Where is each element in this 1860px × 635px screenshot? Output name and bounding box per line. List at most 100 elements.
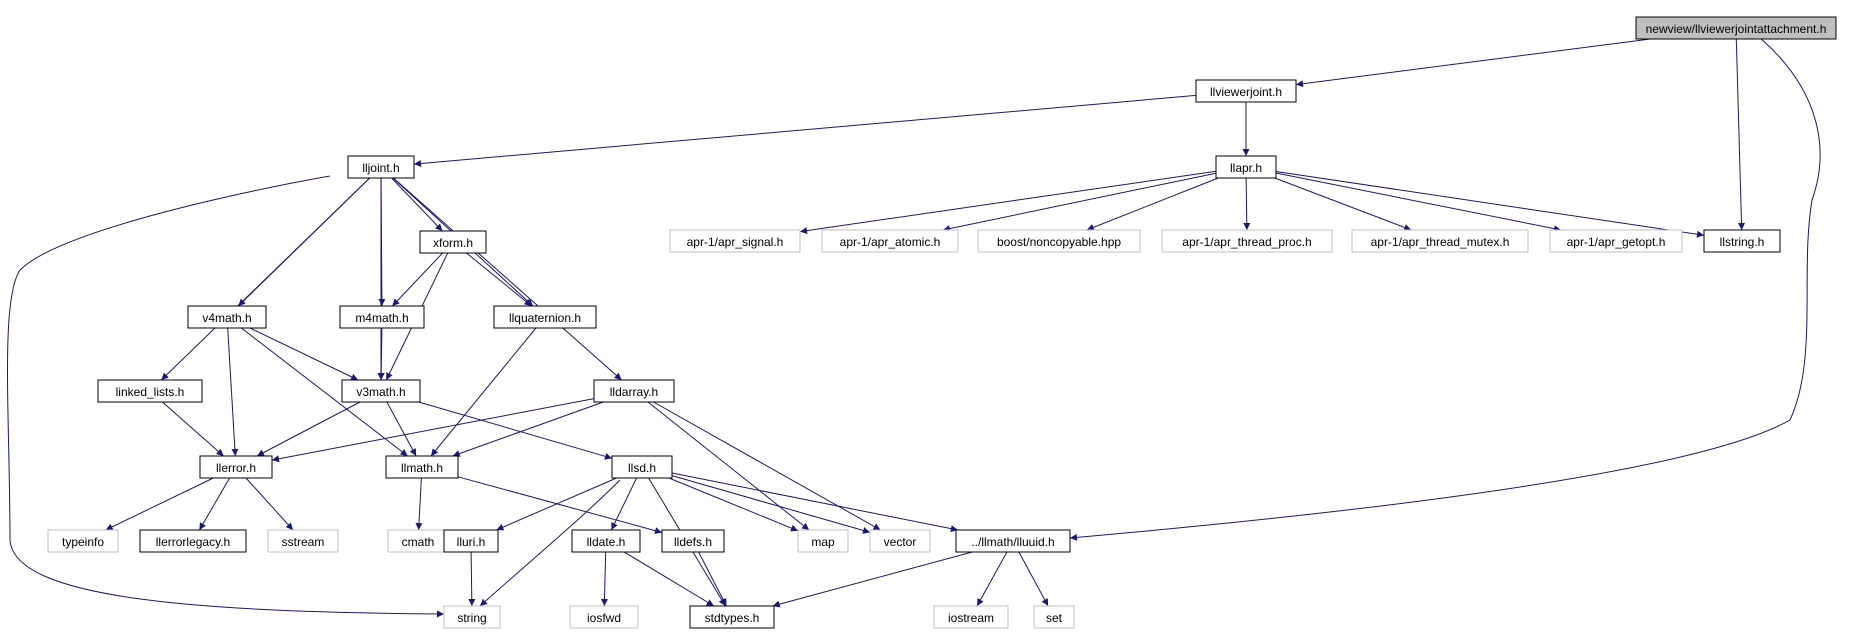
node-llsd[interactable]: llsd.h — [611, 455, 673, 479]
node-box — [593, 379, 675, 403]
node-v3math[interactable]: v3math.h — [341, 379, 421, 403]
node-box — [267, 529, 339, 553]
node-label: llerrorlegacy.h — [156, 535, 230, 549]
node-llerror[interactable]: llerror.h — [199, 455, 273, 479]
node-box — [1703, 229, 1781, 253]
node-box — [97, 379, 203, 403]
edge-v4math-to-llerror — [227, 327, 239, 457]
node-box — [1635, 16, 1837, 40]
edge-lljoint-to-string — [7, 175, 445, 618]
edge-llsd-to-lluuid — [671, 472, 958, 533]
node-apr-signal: apr-1/apr_signal.h — [669, 229, 801, 253]
node-box — [1549, 229, 1683, 253]
edge-v3math-to-llsd — [418, 401, 613, 460]
node-map: map — [797, 529, 849, 553]
node-lldarray[interactable]: lldarray.h — [593, 379, 675, 403]
node-box — [569, 605, 639, 629]
node-box — [797, 529, 849, 553]
node-label: stdtypes.h — [705, 611, 760, 625]
node-apr-thread-proc: apr-1/apr_thread_proc.h — [1161, 229, 1333, 253]
node-box — [821, 229, 959, 253]
edge-llerror-to-sstream — [245, 477, 294, 531]
node-label: llstring.h — [1720, 235, 1765, 249]
edge-llapr-to-apr_getopt — [1275, 172, 1562, 233]
node-label: apr-1/apr_thread_mutex.h — [1371, 235, 1510, 249]
node-box — [443, 605, 501, 629]
node-apr-atomic: apr-1/apr_atomic.h — [821, 229, 959, 253]
edge-v3math-to-llerror — [256, 401, 361, 457]
node-string: string — [443, 605, 501, 629]
node-box — [869, 529, 931, 553]
edge-xform-to-llquaternion — [466, 252, 532, 307]
node-label: apr-1/apr_getopt.h — [1567, 235, 1666, 249]
node-linked-lists[interactable]: linked_lists.h — [97, 379, 203, 403]
edge-llmath-to-cmath — [415, 477, 423, 531]
node-lluri[interactable]: lluri.h — [443, 529, 499, 553]
edge-llerror-to-llerrorlegacy — [198, 477, 231, 531]
edge-m4math-to-v3math — [377, 327, 385, 381]
node-lljoint[interactable]: lljoint.h — [347, 155, 415, 179]
node-llapr[interactable]: llapr.h — [1215, 155, 1277, 179]
node-label: llmath.h — [401, 461, 443, 475]
node-box — [1033, 605, 1075, 629]
node-box — [187, 305, 267, 329]
edge-lldate-to-iosfwd — [600, 551, 608, 607]
node-box — [199, 455, 273, 479]
node-box — [341, 379, 421, 403]
edge-llviewerjoint-to-lljoint — [413, 94, 1197, 167]
node-box — [347, 155, 415, 179]
node-box — [47, 529, 119, 553]
node-box — [1161, 229, 1333, 253]
node-label: map — [811, 535, 835, 549]
node-label: cmath — [402, 535, 435, 549]
node-llmath[interactable]: llmath.h — [385, 455, 459, 479]
edge-llapr-to-llstring — [1275, 171, 1705, 238]
node-label: lldate.h — [587, 535, 626, 549]
node-v4math[interactable]: v4math.h — [187, 305, 267, 329]
node-label: m4math.h — [355, 311, 408, 325]
node-label: ../llmath/lluuid.h — [971, 535, 1054, 549]
node-label: apr-1/apr_signal.h — [687, 235, 784, 249]
node-lldate[interactable]: lldate.h — [571, 529, 641, 553]
node-lldefs[interactable]: lldefs.h — [661, 529, 725, 553]
edge-llapr-to-apr_signal — [799, 170, 1217, 235]
edge-llquaternion-to-llmath — [430, 327, 537, 457]
edge-v3math-to-llmath — [386, 401, 417, 457]
node-label: xform.h — [433, 236, 473, 250]
edge-llsd-to-lluri — [496, 477, 617, 531]
node-label: lldefs.h — [674, 535, 712, 549]
edge-root-to-llstring — [1735, 38, 1746, 231]
edge-llsd-to-vector — [671, 475, 871, 534]
edge-llmath-to-lldefs — [457, 476, 663, 535]
node-cmath: cmath — [387, 529, 449, 553]
node-llviewerjoint[interactable]: llviewerjoint.h — [1195, 79, 1297, 103]
node-label: typeinfo — [62, 535, 104, 549]
node-xform[interactable]: xform.h — [419, 230, 487, 254]
node-lluuid[interactable]: ../llmath/lluuid.h — [955, 529, 1071, 553]
node-label: apr-1/apr_thread_proc.h — [1182, 235, 1311, 249]
node-box — [139, 529, 247, 553]
edge-lljoint-to-xform — [391, 177, 443, 232]
node-llquaternion[interactable]: llquaternion.h — [493, 305, 597, 329]
node-box — [955, 529, 1071, 553]
edge-lldarray-to-map — [647, 401, 810, 531]
node-box — [661, 529, 725, 553]
node-llerrorlegacy[interactable]: llerrorlegacy.h — [139, 529, 247, 553]
node-iosfwd: iosfwd — [569, 605, 639, 629]
node-box — [385, 455, 459, 479]
edge-lluri-to-string — [468, 551, 476, 607]
node-apr-thread-mutex: apr-1/apr_thread_mutex.h — [1351, 229, 1529, 253]
node-llstring[interactable]: llstring.h — [1703, 229, 1781, 253]
node-label: lljoint.h — [362, 161, 399, 175]
node-m4math[interactable]: m4math.h — [339, 305, 425, 329]
node-set: set — [1033, 605, 1075, 629]
node-box — [977, 229, 1141, 253]
node-box — [933, 605, 1009, 629]
edge-lljoint-to-linked_lists — [160, 177, 371, 381]
edge-v4math-to-v3math — [249, 327, 359, 381]
edge-llerror-to-typeinfo — [105, 477, 214, 531]
node-stdtypes[interactable]: stdtypes.h — [689, 605, 775, 629]
node-label: set — [1046, 611, 1063, 625]
node-label: lldarray.h — [610, 385, 658, 399]
